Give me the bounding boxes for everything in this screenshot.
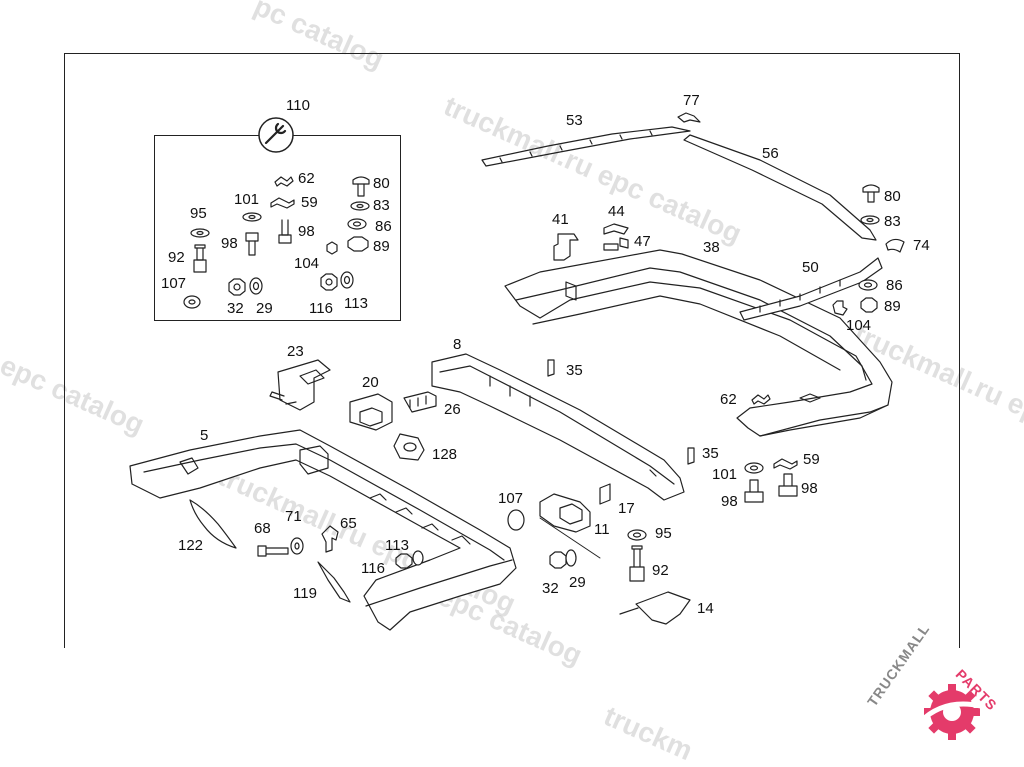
callout-label[interactable]: 113: [385, 537, 409, 554]
callout-label[interactable]: 53: [566, 112, 583, 129]
callout-label[interactable]: 59: [301, 194, 318, 211]
callout-label[interactable]: 80: [373, 175, 390, 192]
callout-label[interactable]: 92: [168, 249, 185, 266]
callout-label[interactable]: 14: [697, 600, 714, 617]
callout-label[interactable]: 11: [594, 521, 610, 538]
callout-label[interactable]: 35: [702, 445, 719, 462]
callout-label[interactable]: 113: [344, 295, 368, 312]
callout-label[interactable]: 95: [655, 525, 672, 542]
callout-label[interactable]: 98: [801, 480, 818, 497]
callout-label[interactable]: 38: [703, 239, 720, 256]
truckmall-parts-logo: TRUCKMALL PARTS: [860, 621, 1020, 748]
callout-label[interactable]: 62: [720, 391, 737, 408]
side-bracket: [539, 493, 601, 559]
gear-icon: [918, 684, 1001, 740]
callout-label[interactable]: 110: [286, 97, 310, 114]
callout-label[interactable]: 35: [566, 362, 583, 379]
callout-label[interactable]: 104: [294, 255, 320, 272]
diagram-frame: [64, 53, 960, 648]
callout-label[interactable]: 98: [298, 223, 315, 240]
callout-label[interactable]: 86: [886, 277, 903, 294]
callout-label[interactable]: 29: [569, 574, 586, 591]
callout-label[interactable]: 47: [634, 233, 651, 250]
callout-label[interactable]: 101: [712, 466, 738, 483]
kit-hardware: [183, 176, 370, 309]
callout-label[interactable]: 74: [913, 237, 930, 254]
callout-label[interactable]: 50: [802, 259, 819, 276]
callout-label[interactable]: 8: [453, 336, 462, 353]
callout-label[interactable]: 92: [652, 562, 669, 579]
callout-label[interactable]: 56: [762, 145, 779, 162]
callout-label[interactable]: 104: [846, 317, 872, 334]
callout-label[interactable]: 95: [190, 205, 207, 222]
callout-label[interactable]: 101: [234, 191, 260, 208]
callout-label[interactable]: 80: [884, 188, 901, 205]
callout-label[interactable]: 23: [287, 343, 304, 360]
callout-label[interactable]: 29: [256, 300, 273, 317]
callout-label[interactable]: 122: [178, 537, 204, 554]
callout-label[interactable]: 116: [309, 300, 333, 317]
callout-label[interactable]: 20: [362, 374, 379, 391]
mounting-hardware: [619, 394, 798, 625]
callout-label[interactable]: 119: [293, 585, 317, 602]
callout-label[interactable]: 107: [498, 490, 524, 507]
callout-label[interactable]: 32: [542, 580, 559, 597]
callout-label[interactable]: 107: [161, 275, 187, 292]
callout-label[interactable]: 128: [432, 446, 458, 463]
callout-label[interactable]: 59: [803, 451, 820, 468]
callout-label[interactable]: 65: [340, 515, 357, 532]
callout-label[interactable]: 62: [298, 170, 315, 187]
callout-label[interactable]: 86: [375, 218, 392, 235]
callout-label[interactable]: 89: [373, 238, 390, 255]
callout-label[interactable]: 116: [361, 560, 385, 577]
wrench-icon: [258, 117, 294, 153]
callout-label[interactable]: 71: [285, 508, 302, 525]
callout-label[interactable]: 32: [227, 300, 244, 317]
callout-label[interactable]: 77: [683, 92, 700, 109]
callout-label[interactable]: 83: [884, 213, 901, 230]
upper-rear-trim: [481, 112, 905, 253]
front-bumper-cover: [129, 429, 517, 631]
mounting-bracket: [269, 359, 331, 411]
fasteners: [257, 509, 577, 603]
callout-label[interactable]: 98: [721, 493, 738, 510]
callout-label[interactable]: 17: [618, 500, 635, 517]
callout-label[interactable]: 44: [608, 203, 625, 220]
callout-label[interactable]: 83: [373, 197, 390, 214]
bumper-bracket: [349, 391, 437, 431]
callout-label[interactable]: 5: [200, 427, 209, 444]
callout-label[interactable]: 26: [444, 401, 461, 418]
center-bumper-section: [431, 353, 695, 505]
rear-bumper-cover: [504, 223, 893, 437]
callout-label[interactable]: 41: [552, 211, 569, 228]
gasket-plate: [393, 433, 425, 461]
callout-label[interactable]: 68: [254, 520, 271, 537]
parts-diagram: [129, 112, 905, 631]
callout-label[interactable]: 98: [221, 235, 238, 252]
callout-label[interactable]: 89: [884, 298, 901, 315]
